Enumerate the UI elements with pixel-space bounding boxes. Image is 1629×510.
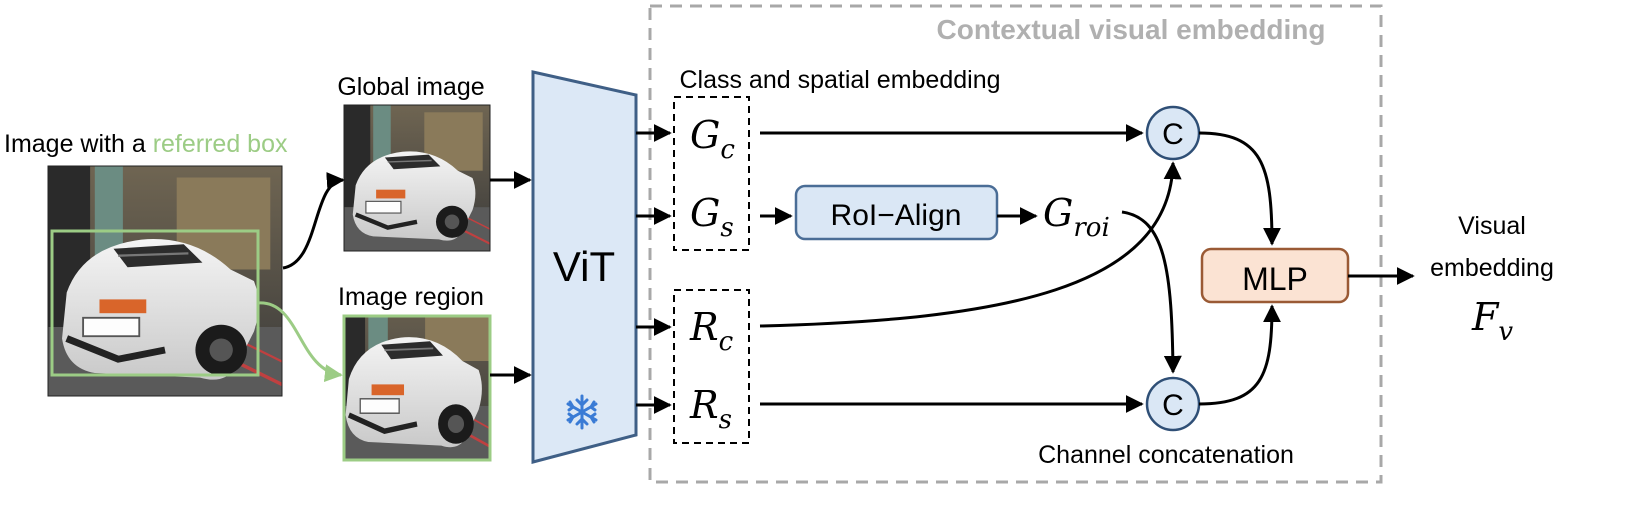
roi-align-box [794, 184, 999, 241]
output-symbol: Fv [1471, 295, 1513, 347]
concat-bottom-label: C [1162, 389, 1184, 422]
image-region-label: Image region [338, 283, 484, 311]
mlp-label: MLP [1242, 261, 1308, 297]
token-g-c: Gc [690, 113, 735, 165]
arrow-input-to-region [257, 301, 343, 383]
input-caption-prefix: Image with a [4, 130, 153, 158]
container-title: Contextual visual embedding [937, 14, 1326, 45]
image-region [342, 314, 492, 462]
token-g-s: Gs [690, 191, 734, 243]
token-r-c: Rc [689, 305, 734, 357]
input-image [47, 165, 283, 397]
vit-label: ViT [553, 243, 615, 290]
snowflake-icon [566, 394, 598, 430]
arrow-concat-top-to-mlp [1198, 131, 1281, 246]
contextual-embedding-container [648, 4, 1383, 484]
output-label-line1: Visual [1458, 212, 1526, 240]
class-spatial-label: Class and spatial embedding [679, 66, 1000, 94]
global-image-label: Global image [337, 73, 484, 101]
arrow-input-to-global [282, 172, 345, 270]
arrow-rc-to-concat-top [759, 161, 1182, 328]
vit-encoder [531, 70, 638, 464]
global-image [343, 104, 491, 252]
channel-concat-label: Channel concatenation [1038, 441, 1294, 469]
global-token-box [673, 96, 750, 251]
input-caption: Image with a referred box [4, 130, 288, 158]
token-g-roi: Groi [1043, 191, 1110, 243]
region-token-box [673, 289, 750, 444]
concat-top-label: C [1162, 118, 1184, 151]
output-label-line2: embedding [1430, 254, 1554, 282]
arrow-concat-bottom-to-mlp [1198, 304, 1281, 406]
arrow-groi-to-concat-bottom [1121, 210, 1182, 374]
roi-align-label: RoI−Align [831, 199, 962, 232]
input-caption-highlight: referred box [153, 130, 288, 158]
token-r-s: Rs [689, 383, 732, 435]
